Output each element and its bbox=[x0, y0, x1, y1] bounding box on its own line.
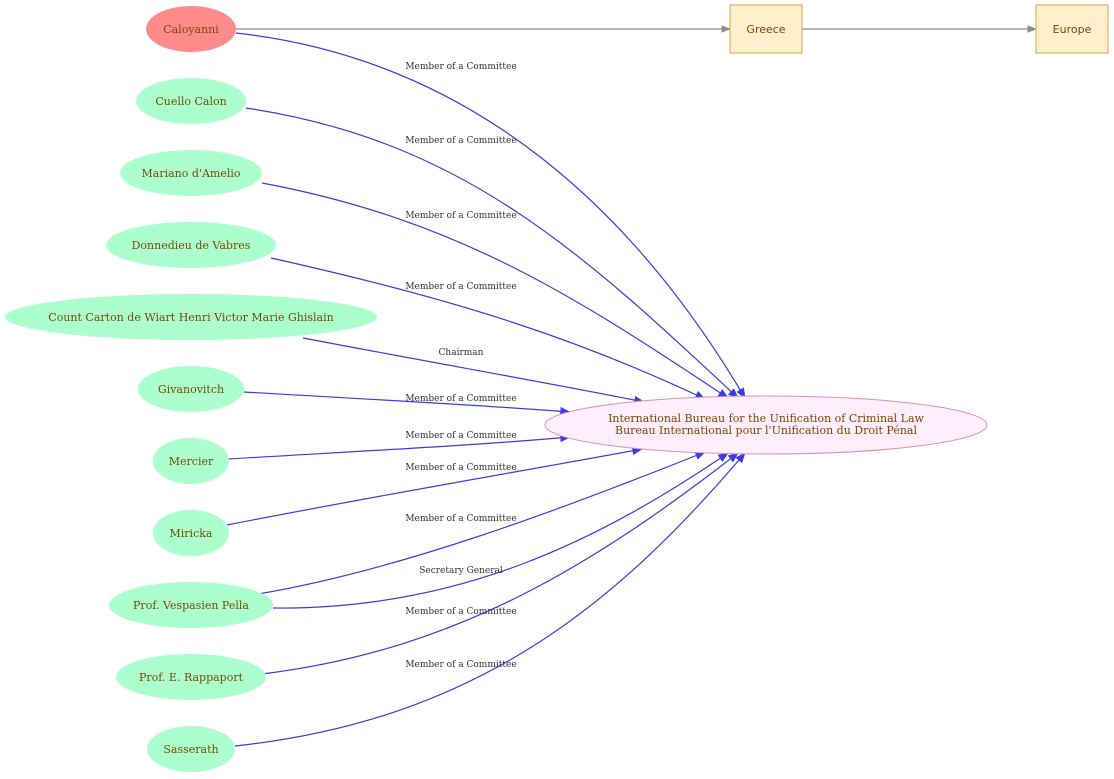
edge-caloyanni-bureau bbox=[235, 32, 746, 399]
edge-vabres-bureau bbox=[270, 257, 706, 400]
edge-mercier-bureau bbox=[228, 433, 572, 460]
node-greece[interactable]: Greece bbox=[729, 4, 803, 54]
person-nodes: Caloyanni Cuello Calon Mariano d'Amelio … bbox=[5, 6, 377, 772]
node-mercier[interactable]: Mercier bbox=[153, 438, 229, 484]
node-label: Miricka bbox=[170, 527, 213, 540]
edge-amelio-bureau bbox=[261, 182, 729, 399]
edge-label: Member of a Committee bbox=[405, 282, 516, 292]
edge-miricka-bureau bbox=[226, 446, 644, 526]
edge-label: Chairman bbox=[439, 348, 484, 358]
node-caloyanni[interactable]: Caloyanni bbox=[146, 6, 236, 52]
edge-label: Member of a Committee bbox=[405, 136, 516, 146]
node-label: Givanovitch bbox=[158, 383, 224, 396]
node-e-rappaport[interactable]: Prof. E. Rappaport bbox=[116, 654, 266, 700]
node-sasserath[interactable]: Sasserath bbox=[147, 726, 235, 772]
node-vespasien-pella[interactable]: Prof. Vespasien Pella bbox=[109, 582, 273, 628]
node-label-line2: Bureau International pour l'Unification … bbox=[615, 424, 917, 437]
node-label: Sasserath bbox=[163, 743, 218, 756]
node-miricka[interactable]: Miricka bbox=[153, 510, 229, 556]
node-donnedieu-de-vabres[interactable]: Donnedieu de Vabres bbox=[106, 222, 276, 268]
node-label: Prof. E. Rappaport bbox=[139, 671, 244, 684]
edge-pella-secgen-bureau bbox=[272, 452, 729, 609]
edge-rappaport-bureau bbox=[261, 452, 739, 675]
edge-label: Member of a Committee bbox=[405, 514, 516, 524]
edge-label: Member of a Committee bbox=[405, 607, 516, 617]
node-label: Count Carton de Wiart Henri Victor Marie… bbox=[48, 311, 333, 324]
edge-cuello-bureau bbox=[245, 107, 739, 399]
node-label: Europe bbox=[1053, 23, 1092, 36]
node-label-line1: International Bureau for the Unification… bbox=[608, 412, 924, 425]
edge-label: Member of a Committee bbox=[405, 394, 516, 404]
edge-label: Member of a Committee bbox=[405, 463, 516, 473]
node-label: Greece bbox=[746, 23, 785, 36]
edge-carton-bureau bbox=[302, 337, 646, 405]
node-givanovitch[interactable]: Givanovitch bbox=[138, 366, 244, 412]
edge-label: Member of a Committee bbox=[405, 62, 516, 72]
edge-label: Secretary General bbox=[419, 566, 503, 576]
node-label: Mercier bbox=[169, 455, 214, 468]
node-cuello-calon[interactable]: Cuello Calon bbox=[136, 78, 246, 124]
edge-label: Member of a Committee bbox=[405, 211, 516, 221]
edge-labels: Member of a Committee Member of a Commit… bbox=[405, 62, 516, 670]
edges bbox=[226, 25, 1037, 747]
node-europe[interactable]: Europe bbox=[1035, 4, 1109, 54]
edge-sasserath-bureau bbox=[234, 452, 746, 747]
edge-pella-member-bureau bbox=[257, 451, 707, 595]
node-label: Prof. Vespasien Pella bbox=[133, 599, 249, 612]
node-count-carton-de-wiart[interactable]: Count Carton de Wiart Henri Victor Marie… bbox=[5, 294, 377, 340]
edge-givanovitch-bureau bbox=[243, 391, 572, 416]
node-label: Donnedieu de Vabres bbox=[132, 239, 251, 252]
node-label: Mariano d'Amelio bbox=[142, 167, 241, 180]
edge-label: Member of a Committee bbox=[405, 660, 516, 670]
node-label: Caloyanni bbox=[163, 23, 219, 36]
node-international-bureau[interactable]: International Bureau for the Unification… bbox=[544, 395, 988, 455]
node-mariano-damelio[interactable]: Mariano d'Amelio bbox=[120, 150, 262, 196]
edge-label: Member of a Committee bbox=[405, 431, 516, 441]
node-label: Cuello Calon bbox=[155, 95, 226, 108]
